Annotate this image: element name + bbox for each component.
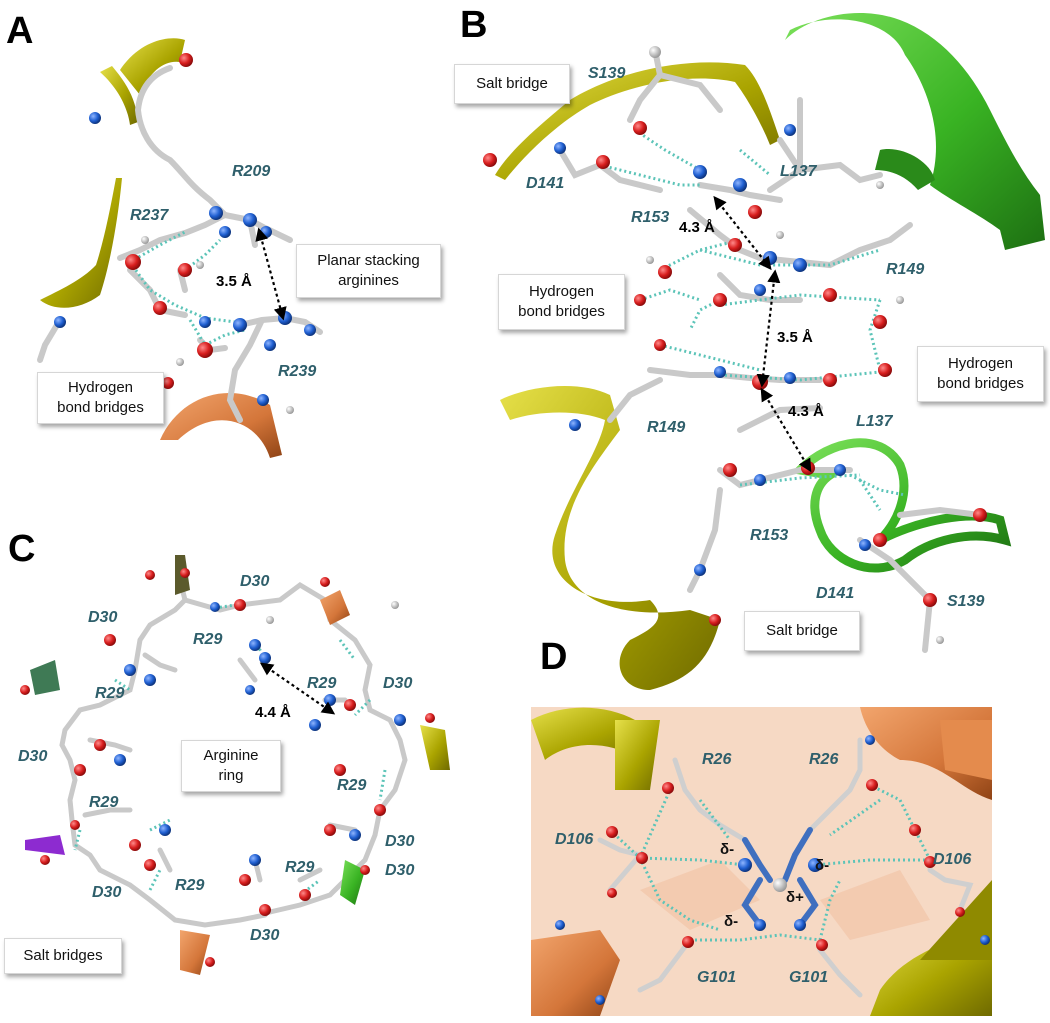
- panel-label-b: B: [460, 4, 488, 46]
- residue-label: D106: [933, 851, 972, 868]
- callout-salt-bridge-top: Salt bridge: [454, 64, 570, 104]
- residue-label: L137: [780, 163, 817, 180]
- distance-arrow-b3: [760, 387, 812, 473]
- callout-hydrogen-bond-bridges-left: Hydrogen bond bridges: [498, 274, 625, 330]
- residue-label: G101: [789, 969, 829, 986]
- panel-label-a: A: [6, 10, 34, 52]
- residue-label: R149: [647, 419, 686, 436]
- residue-label: R29: [337, 777, 367, 794]
- residue-label: D30: [385, 833, 415, 850]
- residue-label: D30: [92, 884, 122, 901]
- green-loop-bottom: [790, 438, 1012, 573]
- distance-label: 4.3 Å: [679, 219, 715, 236]
- residue-label: R29: [175, 877, 205, 894]
- residue-label: R29: [95, 685, 125, 702]
- partial-charge-label: δ-: [815, 857, 830, 874]
- distance-arrow-b1: [713, 195, 772, 271]
- residue-label: R153: [750, 527, 789, 544]
- distance-arrow-b2: [756, 269, 781, 388]
- residue-label: D106: [555, 831, 594, 848]
- residue-label: D141: [816, 585, 855, 602]
- partial-charge-label: δ-: [724, 913, 739, 930]
- callout-hydrogen-bond-bridges: Hydrogen bond bridges: [37, 372, 164, 424]
- panel-a-structure: [37, 38, 323, 458]
- panel-b-structure: [483, 12, 1045, 690]
- callout-hydrogen-bond-bridges-right: Hydrogen bond bridges: [917, 346, 1044, 402]
- residue-label: R29: [285, 859, 315, 876]
- residue-label: R26: [702, 751, 732, 768]
- residue-label: L137: [856, 413, 893, 430]
- residue-label: D30: [240, 573, 270, 590]
- partial-charge-label: δ+: [786, 889, 804, 906]
- olive-loop-top: [495, 62, 780, 180]
- residue-label: S139: [947, 593, 985, 610]
- callout-planar-stacking: Planar stacking arginines: [296, 244, 441, 298]
- panel-d-structure: [531, 707, 992, 1016]
- residue-label: R237: [130, 207, 169, 224]
- residue-label: R26: [809, 751, 839, 768]
- distance-arrow-a: [255, 227, 287, 321]
- residue-label: D30: [383, 675, 413, 692]
- panel-c-structure: [20, 555, 450, 975]
- panel-label-d: D: [540, 636, 568, 678]
- orange-ribbon-a: [160, 392, 282, 458]
- residue-label: R209: [232, 163, 271, 180]
- callout-salt-bridge-bottom: Salt bridge: [744, 611, 860, 651]
- green-helix-top: [785, 12, 1045, 250]
- residue-label: G101: [697, 969, 737, 986]
- residue-label: S139: [588, 65, 626, 82]
- residue-label: D30: [88, 609, 118, 626]
- residue-label: D30: [385, 862, 415, 879]
- residue-label: D141: [526, 175, 565, 192]
- residue-label: R29: [89, 794, 119, 811]
- distance-label: 4.4 Å: [255, 704, 291, 721]
- olive-ribbon-left: [40, 178, 122, 308]
- olive-helix-bottom: [500, 385, 720, 690]
- residue-label: D30: [250, 927, 280, 944]
- partial-charge-label: δ-: [720, 841, 735, 858]
- distance-label: 3.5 Å: [216, 273, 252, 290]
- residue-label: R29: [193, 631, 223, 648]
- residue-label: R149: [886, 261, 925, 278]
- distance-label: 4.3 Å: [788, 403, 824, 420]
- residue-label: R153: [631, 209, 670, 226]
- callout-arginine-ring: Arginine ring: [181, 740, 281, 792]
- distance-arrow-c: [259, 662, 336, 715]
- olive-ribbon-strand: [100, 66, 138, 125]
- residue-label: D30: [18, 748, 48, 765]
- residue-label: R239: [278, 363, 317, 380]
- distance-label: 3.5 Å: [777, 329, 813, 346]
- panel-label-c: C: [8, 528, 36, 570]
- residue-label: R29: [307, 675, 337, 692]
- olive-ribbon-top: [120, 38, 185, 95]
- callout-salt-bridges: Salt bridges: [4, 938, 122, 974]
